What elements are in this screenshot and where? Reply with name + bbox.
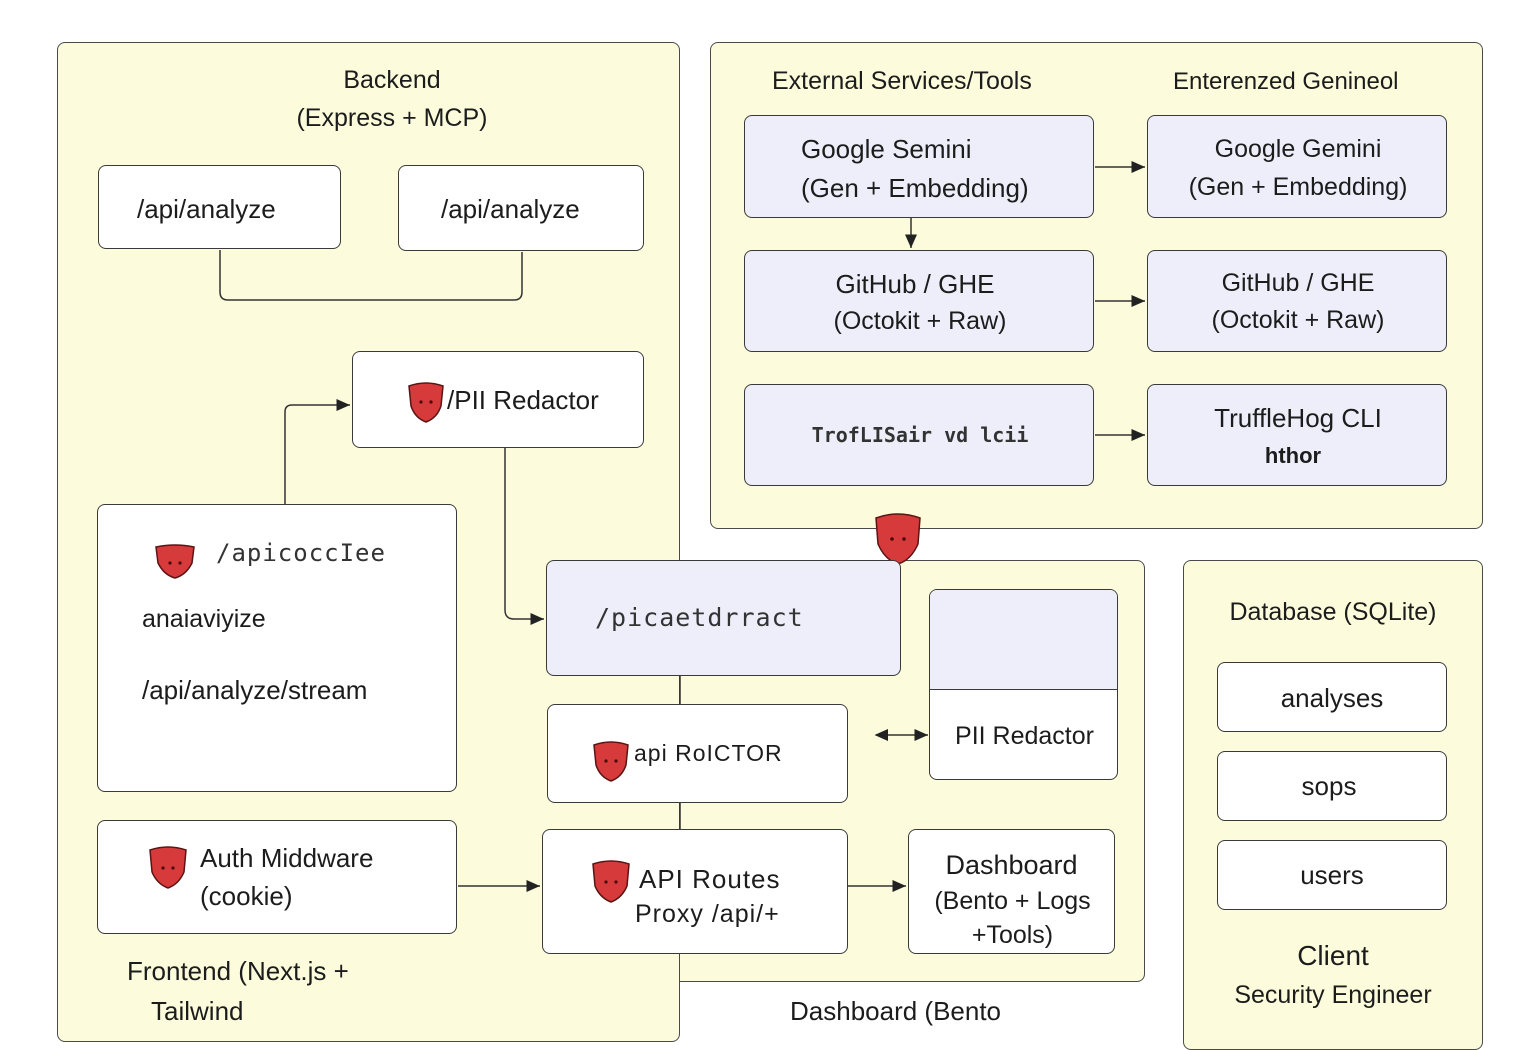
api-redactor-box[interactable]: api RoICTOR (547, 704, 848, 803)
external-services-title-right: Enterenzed Genineol (1173, 68, 1399, 95)
truffle-right-line-2: hthor (1264, 443, 1322, 468)
github-box-left[interactable]: GitHub / GHE (Octokit + Raw) (744, 250, 1094, 352)
shield-icon (593, 741, 629, 782)
shield-icon (408, 382, 444, 423)
api-routes-list-box[interactable]: /apicoccIee anaiaviyize /api/analyze/str… (97, 504, 457, 792)
github-right-line-2: (Octokit + Raw) (1211, 306, 1385, 334)
pii-redactor-frontend-box[interactable]: PII Redactor (929, 589, 1118, 780)
db-table-label: sops (1301, 771, 1357, 801)
dashboard-box[interactable]: Dashboard (Bento + Logs +Tools) (908, 829, 1115, 954)
center-extract-box[interactable]: /picaetdrract (546, 560, 901, 676)
routes-line-2: anaiaviyize (142, 605, 266, 633)
backend-pii-redactor-box[interactable]: /PII Redactor (352, 351, 644, 448)
github-right-line-1: GitHub / GHE (1221, 269, 1375, 297)
gemini-right-line-2: (Gen + Embedding) (1188, 173, 1408, 201)
gemini-right-line-1: Google Gemini (1214, 135, 1382, 163)
backend-title: Backend (343, 66, 441, 94)
trufflehog-box-left[interactable]: TrofLISair vd lcii (744, 384, 1094, 486)
db-table-users[interactable]: users (1217, 840, 1447, 910)
pii-redactor-label: /PII Redactor (447, 385, 599, 415)
api-routes-line-2: Proxy /api/+ (635, 900, 780, 928)
truffle-right-line-1: TruffleHog CLI (1214, 403, 1382, 433)
api-redactor-label: api RoICTOR (634, 740, 783, 766)
db-table-analyses[interactable]: analyses (1217, 662, 1447, 732)
pii-redactor-frontend-label: PII Redactor (955, 722, 1094, 750)
frontend-label-line-1: Frontend (Next.js + (127, 956, 349, 986)
client-title: Client (1297, 940, 1369, 971)
routes-line-3: /api/analyze/stream (142, 675, 368, 705)
shield-icon (155, 544, 195, 579)
database-title: Database (SQLite) (1229, 598, 1437, 626)
google-gemini-box-left[interactable]: Google Semini (Gen + Embedding) (744, 115, 1094, 218)
frontend-label-line-2: Tailwind (151, 996, 244, 1026)
routes-to-redactor-arrow (284, 399, 350, 504)
shield-icon (149, 846, 187, 889)
api-analyze-label: /api/analyze (137, 194, 276, 224)
backend-subtitle: (Express + MCP) (296, 104, 488, 132)
api-analyze-box-left[interactable]: /api/analyze (98, 165, 341, 249)
dashboard-line-3: +Tools) (971, 921, 1054, 949)
db-table-label: analyses (1280, 683, 1384, 713)
dashboard-line-2: (Bento + Logs (934, 887, 1091, 915)
client-subtitle: Security Engineer (1234, 981, 1432, 1009)
api-analyze-label: /api/analyze (441, 194, 580, 224)
redactor-to-center-arrow (504, 448, 544, 625)
db-table-sops[interactable]: sops (1217, 751, 1447, 821)
shield-icon (592, 860, 630, 903)
external-services-title: External Services/Tools (772, 67, 1032, 95)
gemini-left-line-1: Google Semini (801, 134, 972, 164)
api-analyze-box-right[interactable]: /api/analyze (398, 165, 644, 251)
google-gemini-box-right[interactable]: Google Gemini (Gen + Embedding) (1147, 115, 1447, 218)
github-box-right[interactable]: GitHub / GHE (Octokit + Raw) (1147, 250, 1447, 352)
truffle-left-label: TrofLISair vd lcii (811, 423, 1029, 447)
auth-line-2: (cookie) (200, 881, 293, 911)
github-left-line-1: GitHub / GHE (835, 269, 995, 299)
github-left-line-2: (Octokit + Raw) (833, 307, 1007, 335)
api-routes-line-1: API Routes (639, 864, 781, 894)
analyze-join-line (219, 250, 523, 301)
api-routes-proxy-box[interactable]: API Routes Proxy /api/+ (542, 829, 848, 954)
db-table-label: users (1300, 860, 1364, 890)
gemini-left-line-2: (Gen + Embedding) (801, 173, 1029, 203)
auth-middleware-box[interactable]: Auth Middware (cookie) (97, 820, 457, 934)
shield-icon (875, 513, 921, 565)
auth-line-1: Auth Middware (200, 843, 374, 873)
trufflehog-box-right[interactable]: TruffleHog CLI hthor (1147, 384, 1447, 486)
dashboard-panel-label: Dashboard (Bento (790, 996, 1002, 1026)
dashboard-line-1: Dashboard (945, 850, 1078, 880)
routes-title: /apicoccIee (216, 539, 386, 567)
center-extract-label: /picaetdrract (595, 603, 804, 632)
pii-redactor-header-area (930, 590, 1117, 690)
